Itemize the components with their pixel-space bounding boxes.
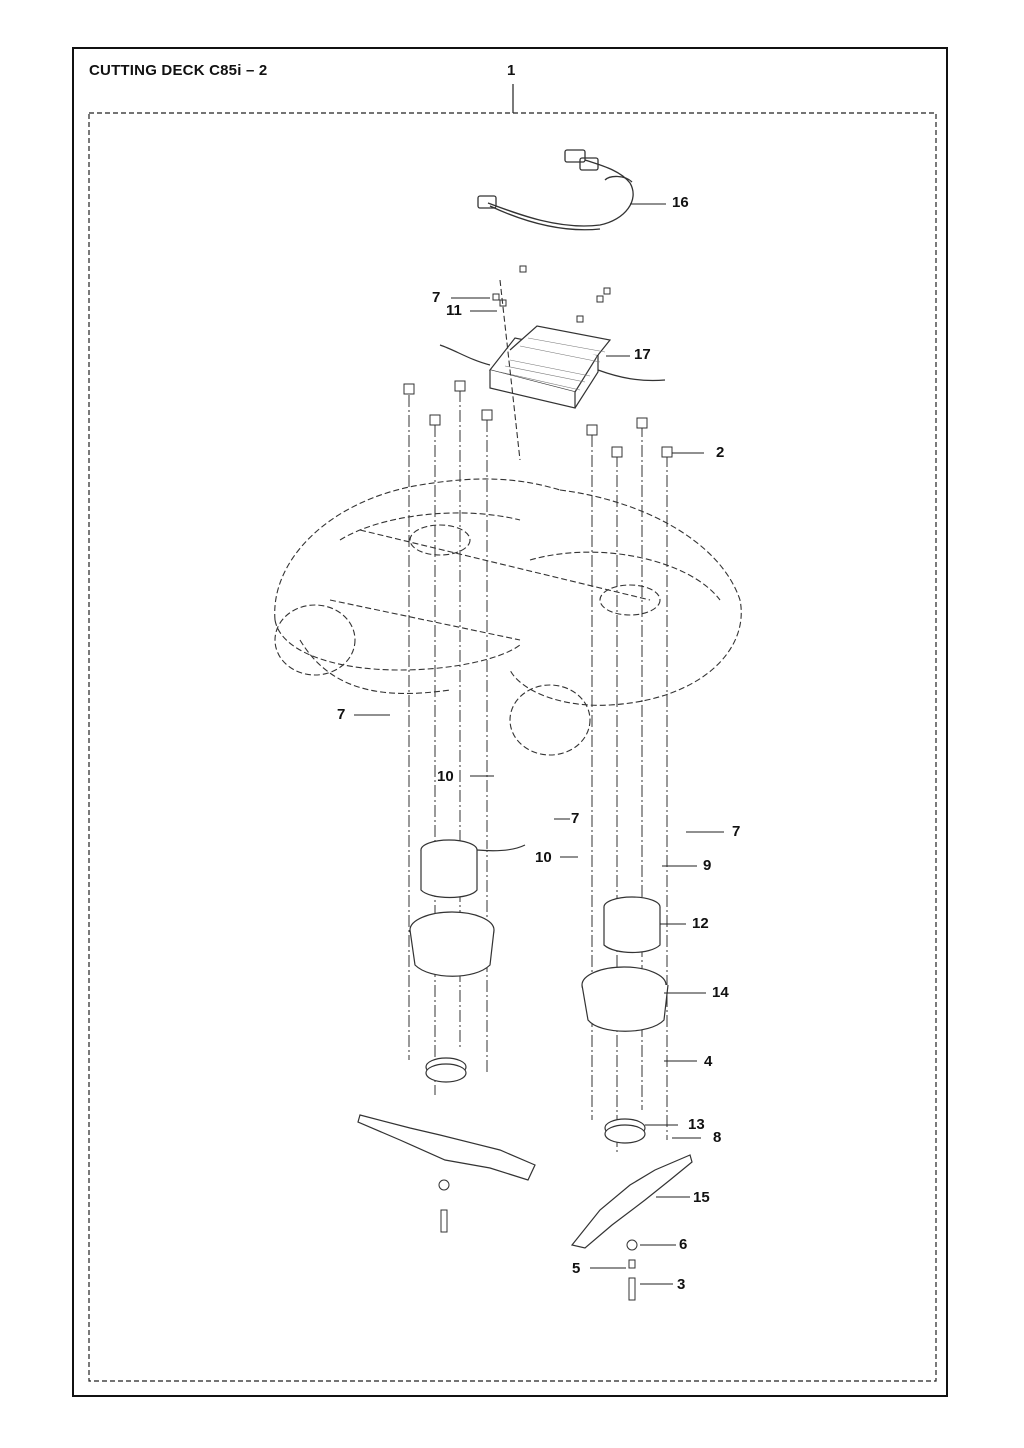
callout-9: 9 [703,857,712,874]
callout-15: 15 [693,1189,710,1206]
assembly-boundary [88,112,937,1382]
nut-group [492,265,611,323]
cutting-blades [357,1114,693,1249]
callout-13: 13 [688,1116,705,1133]
lower-fasteners [438,1179,638,1301]
callout-12: 12 [692,915,709,932]
callout-7: 7 [571,810,580,827]
cutting-deck-outline [274,279,742,756]
callout-8: 8 [713,1129,722,1146]
callout-11: 11 [446,302,462,319]
callout-4: 4 [704,1053,713,1070]
page-title: CUTTING DECK C85i – 2 [89,62,268,79]
callout-1: 1 [507,62,516,79]
callout-5: 5 [572,1260,581,1277]
top-nuts [403,380,673,458]
page-frame [72,47,948,1397]
wire-harness [477,149,634,231]
callout-7: 7 [432,289,441,306]
blade-hubs [425,1057,646,1144]
callout-14: 14 [712,984,729,1001]
callout-2: 2 [716,444,725,461]
callout-6: 6 [679,1236,688,1253]
callout-10: 10 [437,768,454,785]
left-motor [409,839,526,977]
callout-7: 7 [337,706,346,723]
motor-controller [439,325,666,409]
callout-7: 7 [732,823,741,840]
callout-10: 10 [535,849,552,866]
callout-16: 16 [672,194,689,211]
callout-17: 17 [634,346,651,363]
callout-3: 3 [677,1276,686,1293]
right-motor [581,896,669,1032]
